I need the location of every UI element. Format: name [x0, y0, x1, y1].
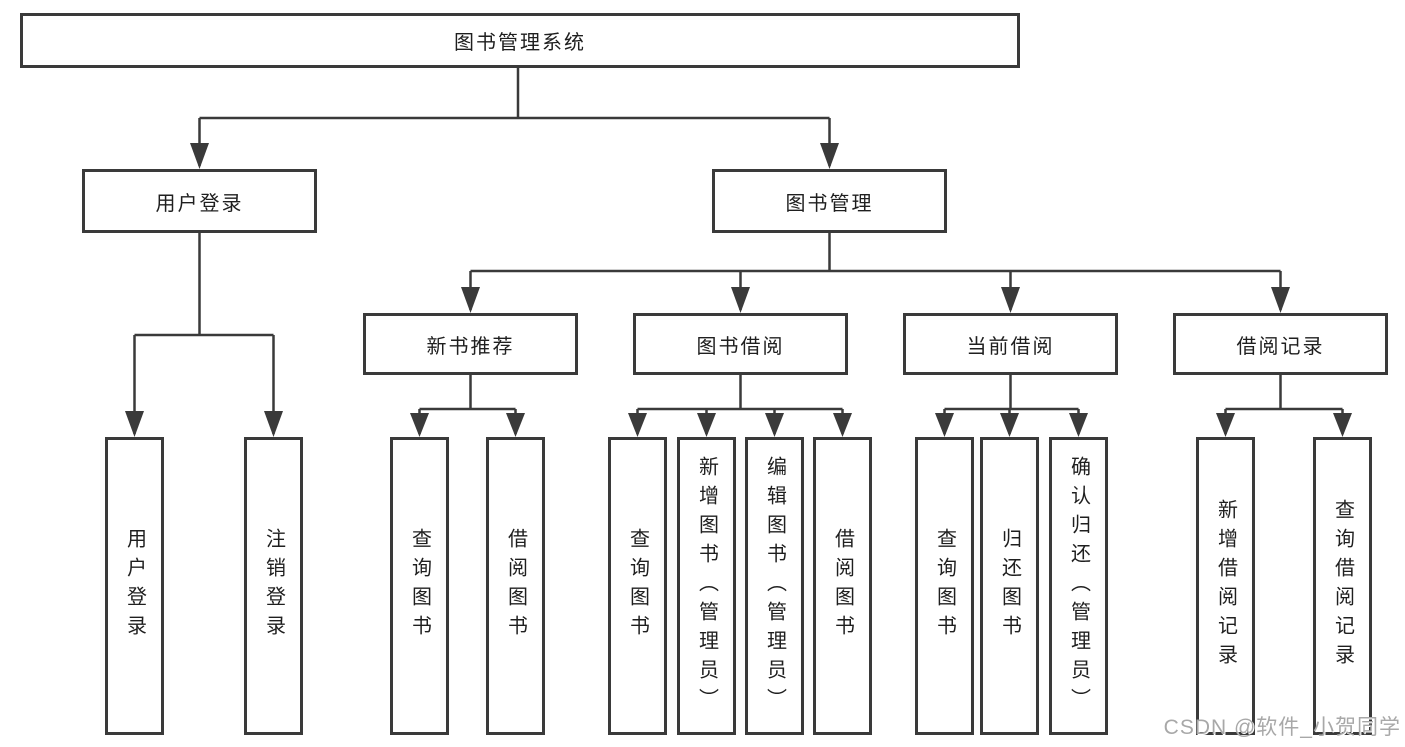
node-label: 图书借阅 — [696, 335, 785, 358]
leaf-label: 查询图书 — [408, 528, 431, 644]
leaf-label: 借阅图书 — [831, 528, 854, 644]
leaf-label: 新增借阅记录 — [1214, 499, 1237, 673]
leaf-label: 用户登录 — [123, 528, 146, 644]
leaf-add-borrow-record: 新增借阅记录 — [1196, 437, 1255, 735]
leaf-add-books-admin: 新增图书（管理员） — [677, 437, 736, 735]
node-user-login: 用户登录 — [82, 169, 317, 233]
leaf-label: 注销登录 — [262, 528, 285, 644]
node-new-book-recommendation: 新书推荐 — [363, 313, 578, 375]
leaf-label: 确认归还（管理员） — [1067, 455, 1090, 717]
leaf-query-borrow-record: 查询借阅记录 — [1313, 437, 1372, 735]
leaf-label: 新增图书（管理员） — [695, 455, 718, 717]
leaf-label: 借阅图书 — [504, 528, 527, 644]
leaf-borrow-books: 借阅图书 — [813, 437, 872, 735]
node-label: 图书管理 — [785, 192, 874, 215]
leaf-label: 编辑图书（管理员） — [763, 455, 786, 717]
node-borrowing-records: 借阅记录 — [1173, 313, 1388, 375]
leaf-query-books-current: 查询图书 — [915, 437, 974, 735]
node-label: 借阅记录 — [1236, 335, 1325, 358]
node-label: 用户登录 — [155, 192, 244, 215]
leaf-label: 查询图书 — [626, 528, 649, 644]
node-library-management-system: 图书管理系统 — [20, 13, 1020, 68]
leaf-query-books-borrow: 查询图书 — [608, 437, 667, 735]
leaf-query-books-recommend: 查询图书 — [390, 437, 449, 735]
leaf-label: 归还图书 — [998, 528, 1021, 644]
leaf-confirm-return-admin: 确认归还（管理员） — [1049, 437, 1108, 735]
csdn-watermark: CSDN @软件_小贺同学 — [1163, 716, 1401, 739]
leaf-logout: 注销登录 — [244, 437, 303, 735]
leaf-user-login: 用户登录 — [105, 437, 164, 735]
node-label: 图书管理系统 — [454, 32, 586, 54]
node-book-management: 图书管理 — [712, 169, 947, 233]
leaf-borrow-books-recommend: 借阅图书 — [486, 437, 545, 735]
node-current-borrowing: 当前借阅 — [903, 313, 1118, 375]
node-label: 当前借阅 — [966, 335, 1055, 358]
node-book-borrowing: 图书借阅 — [633, 313, 848, 375]
leaf-label: 查询图书 — [933, 528, 956, 644]
leaf-edit-books-admin: 编辑图书（管理员） — [745, 437, 804, 735]
leaf-return-books: 归还图书 — [980, 437, 1039, 735]
leaf-label: 查询借阅记录 — [1331, 499, 1354, 673]
node-label: 新书推荐 — [426, 335, 515, 358]
